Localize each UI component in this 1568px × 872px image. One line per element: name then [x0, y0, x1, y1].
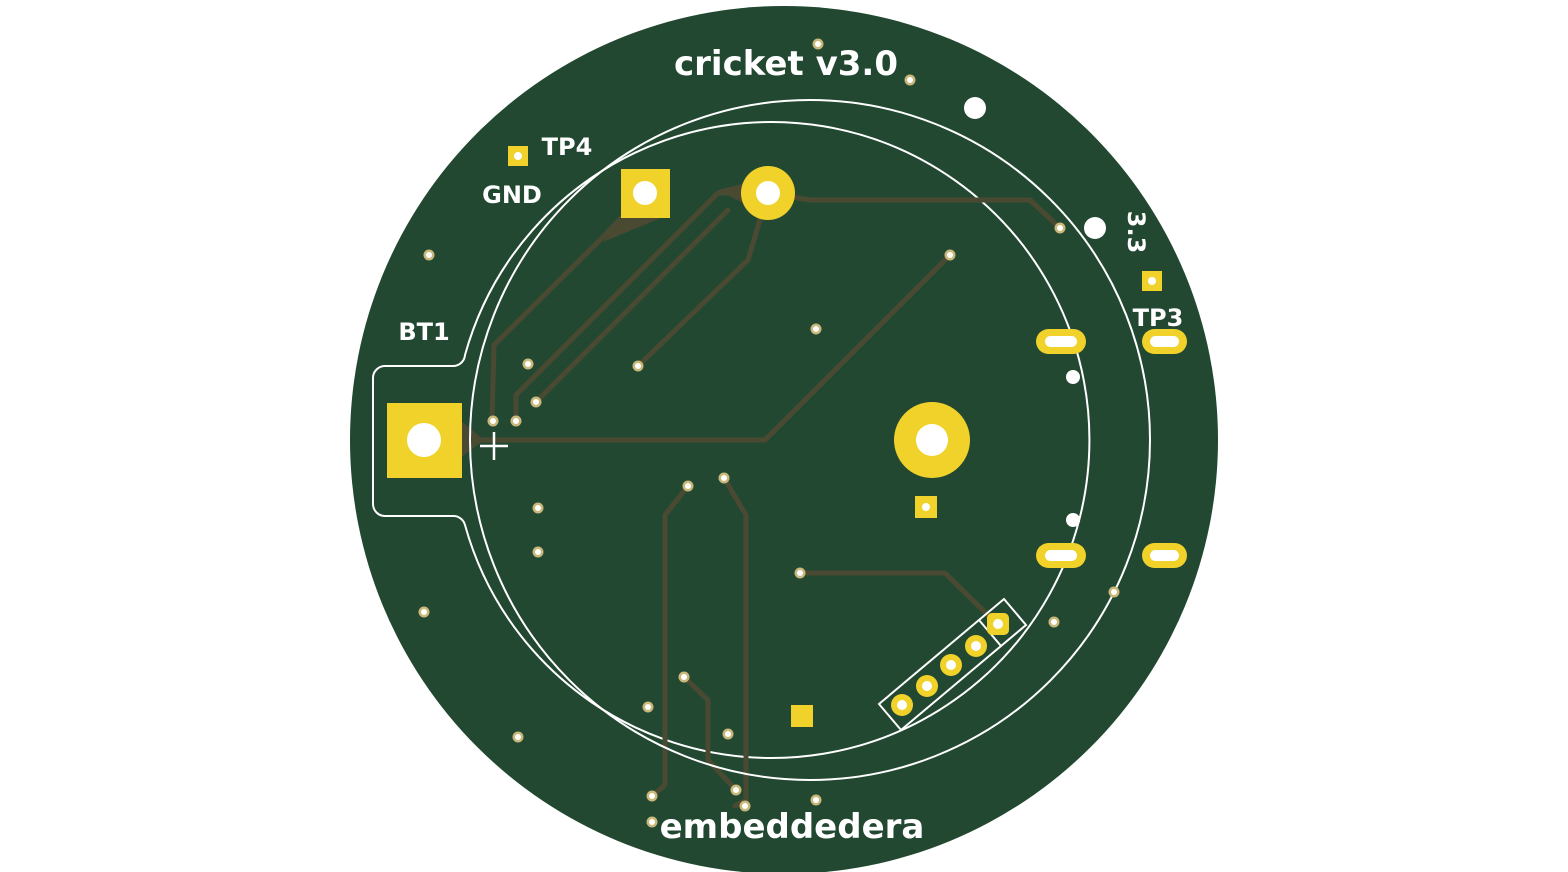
- via-drill: [525, 361, 531, 367]
- v33-label: 3.3: [1122, 211, 1150, 254]
- via-drill: [733, 787, 739, 793]
- pin-drill: [897, 700, 907, 710]
- pad-drill: [756, 181, 780, 205]
- npth-hole: [1084, 217, 1106, 239]
- pin-drill: [922, 681, 932, 691]
- usb-slot-drill: [1045, 550, 1077, 561]
- pad-drill: [916, 424, 948, 456]
- board-title: cricket v3.0: [674, 44, 898, 84]
- silkscreen-ring: [469, 99, 1151, 781]
- via-drill: [535, 505, 541, 511]
- pad-drill: [514, 152, 522, 160]
- via-drill: [797, 570, 803, 576]
- npth-hole: [964, 97, 986, 119]
- copper-traces: [467, 190, 1063, 809]
- via-drill: [513, 418, 519, 424]
- pad-drill: [922, 503, 930, 511]
- pin-drill: [971, 641, 981, 651]
- board-outline: [350, 6, 1218, 872]
- square-pad: [791, 705, 813, 727]
- usb-slot-drill: [1150, 336, 1179, 347]
- plus-marker-icon: [480, 432, 508, 460]
- via-drill: [535, 549, 541, 555]
- via-drill: [947, 252, 953, 258]
- via-drill: [721, 475, 727, 481]
- pin-header: [877, 597, 1028, 732]
- tp4-label: TP4: [542, 133, 593, 161]
- via-drill: [907, 77, 913, 83]
- via-drill: [815, 41, 821, 47]
- pin-drill: [993, 619, 1003, 629]
- via-drill: [1051, 619, 1057, 625]
- pad-drill: [1148, 277, 1156, 285]
- usb-slot-drill: [1150, 550, 1179, 561]
- usb-connector: [1036, 329, 1187, 568]
- via-drill: [649, 793, 655, 799]
- via-drill: [649, 819, 655, 825]
- via-drill: [685, 483, 691, 489]
- usb-locating-hole: [1066, 370, 1080, 384]
- via-drill: [681, 674, 687, 680]
- pad-drill: [633, 181, 657, 205]
- battery-pad-drill: [407, 423, 441, 457]
- via-drill: [515, 734, 521, 740]
- pin-header-outline: [877, 597, 1028, 732]
- via-drill: [813, 797, 819, 803]
- via-drill: [742, 803, 748, 809]
- via-drill: [1111, 589, 1117, 595]
- pad-teardrop: [460, 420, 484, 458]
- maker-label: embeddedera: [660, 807, 925, 847]
- via-drill: [421, 609, 427, 615]
- via-drill: [490, 418, 496, 424]
- battery-holder-outline: [372, 121, 1091, 759]
- via-drill: [725, 731, 731, 737]
- via-drill: [635, 363, 641, 369]
- gnd-label: GND: [482, 181, 542, 209]
- usb-slot-drill: [1045, 336, 1077, 347]
- via-drill: [645, 704, 651, 710]
- tp3-label: TP3: [1133, 304, 1184, 332]
- pin-drill: [946, 660, 956, 670]
- via-drill: [1057, 225, 1063, 231]
- bt1-label: BT1: [398, 318, 449, 346]
- via-drill: [533, 399, 539, 405]
- via-drill: [813, 326, 819, 332]
- via-drill: [426, 252, 432, 258]
- usb-locating-hole: [1066, 513, 1080, 527]
- vias: [418, 38, 1120, 828]
